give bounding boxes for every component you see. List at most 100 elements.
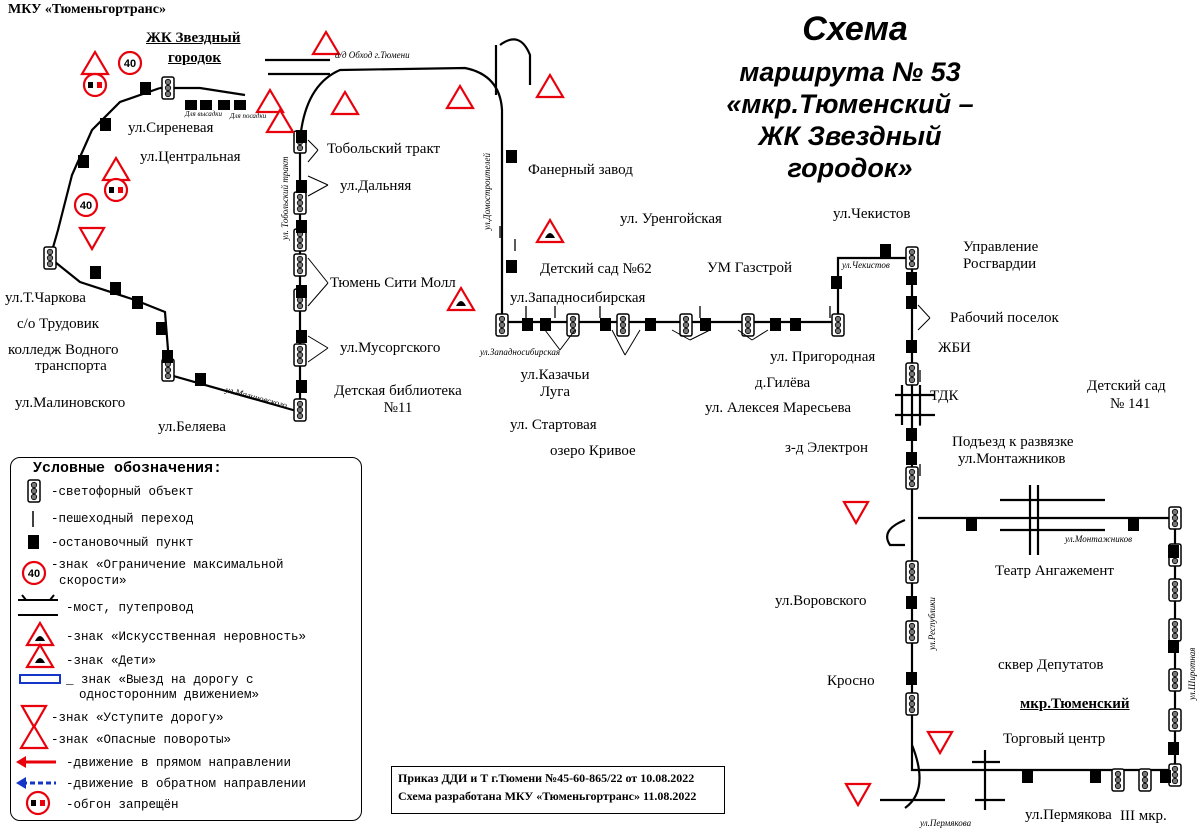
- bus-stop-icon: [1168, 545, 1179, 558]
- organization-name: МКУ «Тюменьгортранс»: [8, 2, 166, 17]
- malinovskogo-street-label: ул.Малиновского: [224, 384, 289, 410]
- stop-krivoe: озеро Кривое: [550, 443, 636, 459]
- bus-stop-icon: [28, 535, 39, 549]
- stop-rosgv-1: Управление: [963, 239, 1039, 255]
- traffic-light-icon: [741, 313, 755, 337]
- bus-stop-icon: [906, 340, 917, 353]
- bus-stop-icon: [1160, 770, 1171, 783]
- bus-stop-icon: [296, 130, 307, 143]
- bus-stop-icon: [1090, 770, 1101, 783]
- give-way-icon: [78, 226, 106, 252]
- domostroiteley-street-label: ул.Домостроителей: [482, 153, 492, 231]
- stop-faner: Фанерный завод: [528, 162, 633, 178]
- stop-library-1: Детская библиотека: [334, 383, 462, 399]
- title-route-from: «мкр.Тюменский –: [726, 89, 974, 119]
- traffic-light-icon: [293, 398, 307, 422]
- stop-belyaeva: ул.Беляева: [158, 419, 226, 435]
- bus-stop-icon: [906, 672, 917, 685]
- stop-college-2: транспорта: [35, 358, 107, 374]
- stop-college-1: колледж Водного: [8, 342, 119, 358]
- no-overtaking-icon: [103, 177, 129, 203]
- give-way-icon: [20, 704, 48, 730]
- warning-triangle-icon: [19, 723, 49, 750]
- svg-text:40: 40: [28, 568, 40, 580]
- stop-krosno: Кросно: [827, 673, 875, 689]
- traffic-light-icon: [905, 692, 919, 716]
- bus-stop-icon: [218, 100, 230, 110]
- bus-stop-icon: [140, 82, 151, 95]
- stop-trudovik: с/о Трудовик: [17, 316, 100, 332]
- legend-speed-limit: -знак «Ограничение максимальной: [51, 558, 284, 572]
- one-way-legend-icon: [19, 674, 61, 684]
- legend-bus-stop: -остановочный пункт: [51, 536, 194, 550]
- stop-angazhement: Театр Ангажемент: [995, 563, 1114, 579]
- bus-stop-icon: [540, 318, 551, 331]
- legend-dangerous-turns: -знак «Опасные повороты»: [51, 733, 232, 747]
- traffic-light-icon: [1168, 618, 1182, 642]
- bus-stop-icon: [1168, 640, 1179, 653]
- label-pointers: [307, 139, 931, 363]
- order-box: Приказ ДДИ и Т г.Тюмени №45-60-865/22 от…: [391, 766, 725, 814]
- traffic-light-icon: [1168, 578, 1182, 602]
- bus-stop-icon: [1168, 742, 1179, 755]
- bus-stop-icon: [831, 276, 842, 289]
- legend-give-way: -знак «Уступите дорогу»: [51, 711, 224, 725]
- speed-limit-icon: 40: [73, 192, 99, 218]
- traffic-light-icon: [1168, 668, 1182, 692]
- legend-title: Условные обозначения:: [33, 460, 223, 477]
- stop-sirenevaya: ул.Сиреневая: [128, 120, 214, 136]
- traffic-light-icon: [293, 343, 307, 367]
- svg-text:40: 40: [80, 200, 92, 212]
- traffic-light-icon: [679, 313, 693, 337]
- legend-speed-bump: -знак «Искусственная неровность»: [66, 630, 307, 644]
- bus-stop-icon: [906, 452, 917, 465]
- traffic-light-icon: [905, 466, 919, 490]
- traffic-light-icon: [1168, 708, 1182, 732]
- stop-malinovskogo: ул.Малиновского: [15, 395, 126, 411]
- posadka-label: Для посадки: [229, 112, 267, 120]
- bus-stop-icon: [700, 318, 711, 331]
- warning-triangle-icon: [446, 285, 476, 312]
- bus-stop-icon: [645, 318, 656, 331]
- give-way-icon: [926, 730, 954, 756]
- bus-stop-icon: [100, 118, 111, 131]
- traffic-light-icon: [1138, 768, 1152, 792]
- warning-signs: 40 40: [73, 29, 954, 808]
- stop-library: Детская библиотека №11: [318, 383, 478, 417]
- backward-arrow-icon: [16, 777, 56, 789]
- no-overtaking-icon: [25, 790, 51, 816]
- stop-gazstroy: УМ Газстрой: [707, 260, 793, 276]
- stop-dalnyaya: ул.Дальняя: [340, 178, 412, 194]
- warning-triangle-icon: [255, 87, 285, 114]
- legend-bridge: -мост, путепровод: [66, 601, 194, 615]
- legend-backward: -движение в обратном направлении: [66, 777, 307, 791]
- order-line-2: Схема разработана МКУ «Тюменьгортранс» 1…: [398, 789, 697, 803]
- stop-charkova: ул.Т.Чаркова: [5, 290, 86, 306]
- stop-gileva: д.Гилёва: [755, 375, 811, 391]
- stop-torg: Торговый центр: [1003, 731, 1106, 747]
- stop-city-moll: Тюмень Сити Молл: [330, 275, 456, 291]
- bus-stop-icon: [296, 285, 307, 298]
- stop-tyumensky: мкр.Тюменский: [1020, 696, 1130, 712]
- bus-stop-icon: [506, 150, 517, 163]
- bus-stop-icon: [770, 318, 781, 331]
- bus-stop-icon: [506, 260, 517, 273]
- bus-stop-icon: [78, 155, 89, 168]
- stop-chekistov: ул.Чекистов: [833, 206, 911, 222]
- traffic-light-icon: [905, 246, 919, 270]
- bus-stop-icon: [296, 380, 307, 393]
- warning-triangle-icon: [445, 83, 475, 110]
- obhod-street-label: а/д Обход г.Тюмени: [335, 50, 410, 60]
- traffic-light-icon: [1111, 768, 1125, 792]
- bus-stop-icon: [906, 296, 917, 309]
- svg-text:40: 40: [124, 58, 136, 70]
- title-route-number: маршрута № 53: [739, 57, 961, 87]
- stop-permyakova: ул.Пермякова: [1025, 807, 1112, 823]
- stop-sad62: Детский сад №62: [540, 261, 652, 277]
- stop-startovaya: ул. Стартовая: [510, 417, 597, 433]
- traffic-light-icon: [566, 313, 580, 337]
- stop-podezd-2: ул.Монтажников: [958, 451, 1066, 467]
- traffic-light-icon: [905, 362, 919, 386]
- bus-stop-icon: [162, 350, 173, 363]
